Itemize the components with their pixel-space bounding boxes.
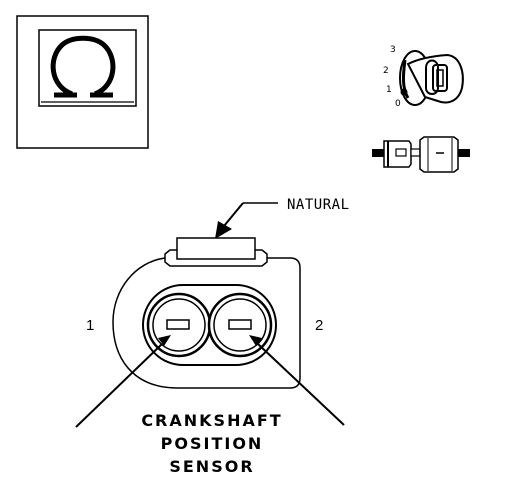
leader-arrows <box>75 335 345 428</box>
leader-right <box>257 343 345 426</box>
connector-pair-icon <box>372 136 470 173</box>
leader-left-arrowhead <box>158 335 171 346</box>
ignition-position-2: 2 <box>383 66 389 76</box>
locking-tab <box>164 237 268 267</box>
ignition-position-0: 0 <box>395 99 401 109</box>
terminal-2 <box>228 319 252 330</box>
ignition-key-icon: 3 2 1 0 <box>383 45 464 109</box>
pin-label-1: 1 <box>86 317 94 334</box>
terminal-1 <box>166 319 190 330</box>
omega-resistance-icon <box>41 35 134 103</box>
color-callout: NATURAL <box>215 197 350 239</box>
caption-line-1: CRANKSHAFT <box>141 411 282 430</box>
ignition-position-1: 1 <box>386 85 392 95</box>
callout-arrowhead <box>215 221 232 239</box>
leader-left <box>75 343 163 428</box>
sensor-caption: CRANKSHAFT POSITION SENSOR <box>141 411 282 476</box>
pin-label-2: 2 <box>315 317 323 334</box>
connector-face <box>112 237 301 389</box>
ignition-position-3: 3 <box>390 45 396 55</box>
color-label: NATURAL <box>287 197 350 213</box>
omega-symbol-box <box>16 15 149 149</box>
caption-line-3: SENSOR <box>169 457 254 476</box>
caption-line-2: POSITION <box>161 434 264 453</box>
leader-right-arrowhead <box>249 335 262 346</box>
cavity-1 <box>146 292 212 358</box>
